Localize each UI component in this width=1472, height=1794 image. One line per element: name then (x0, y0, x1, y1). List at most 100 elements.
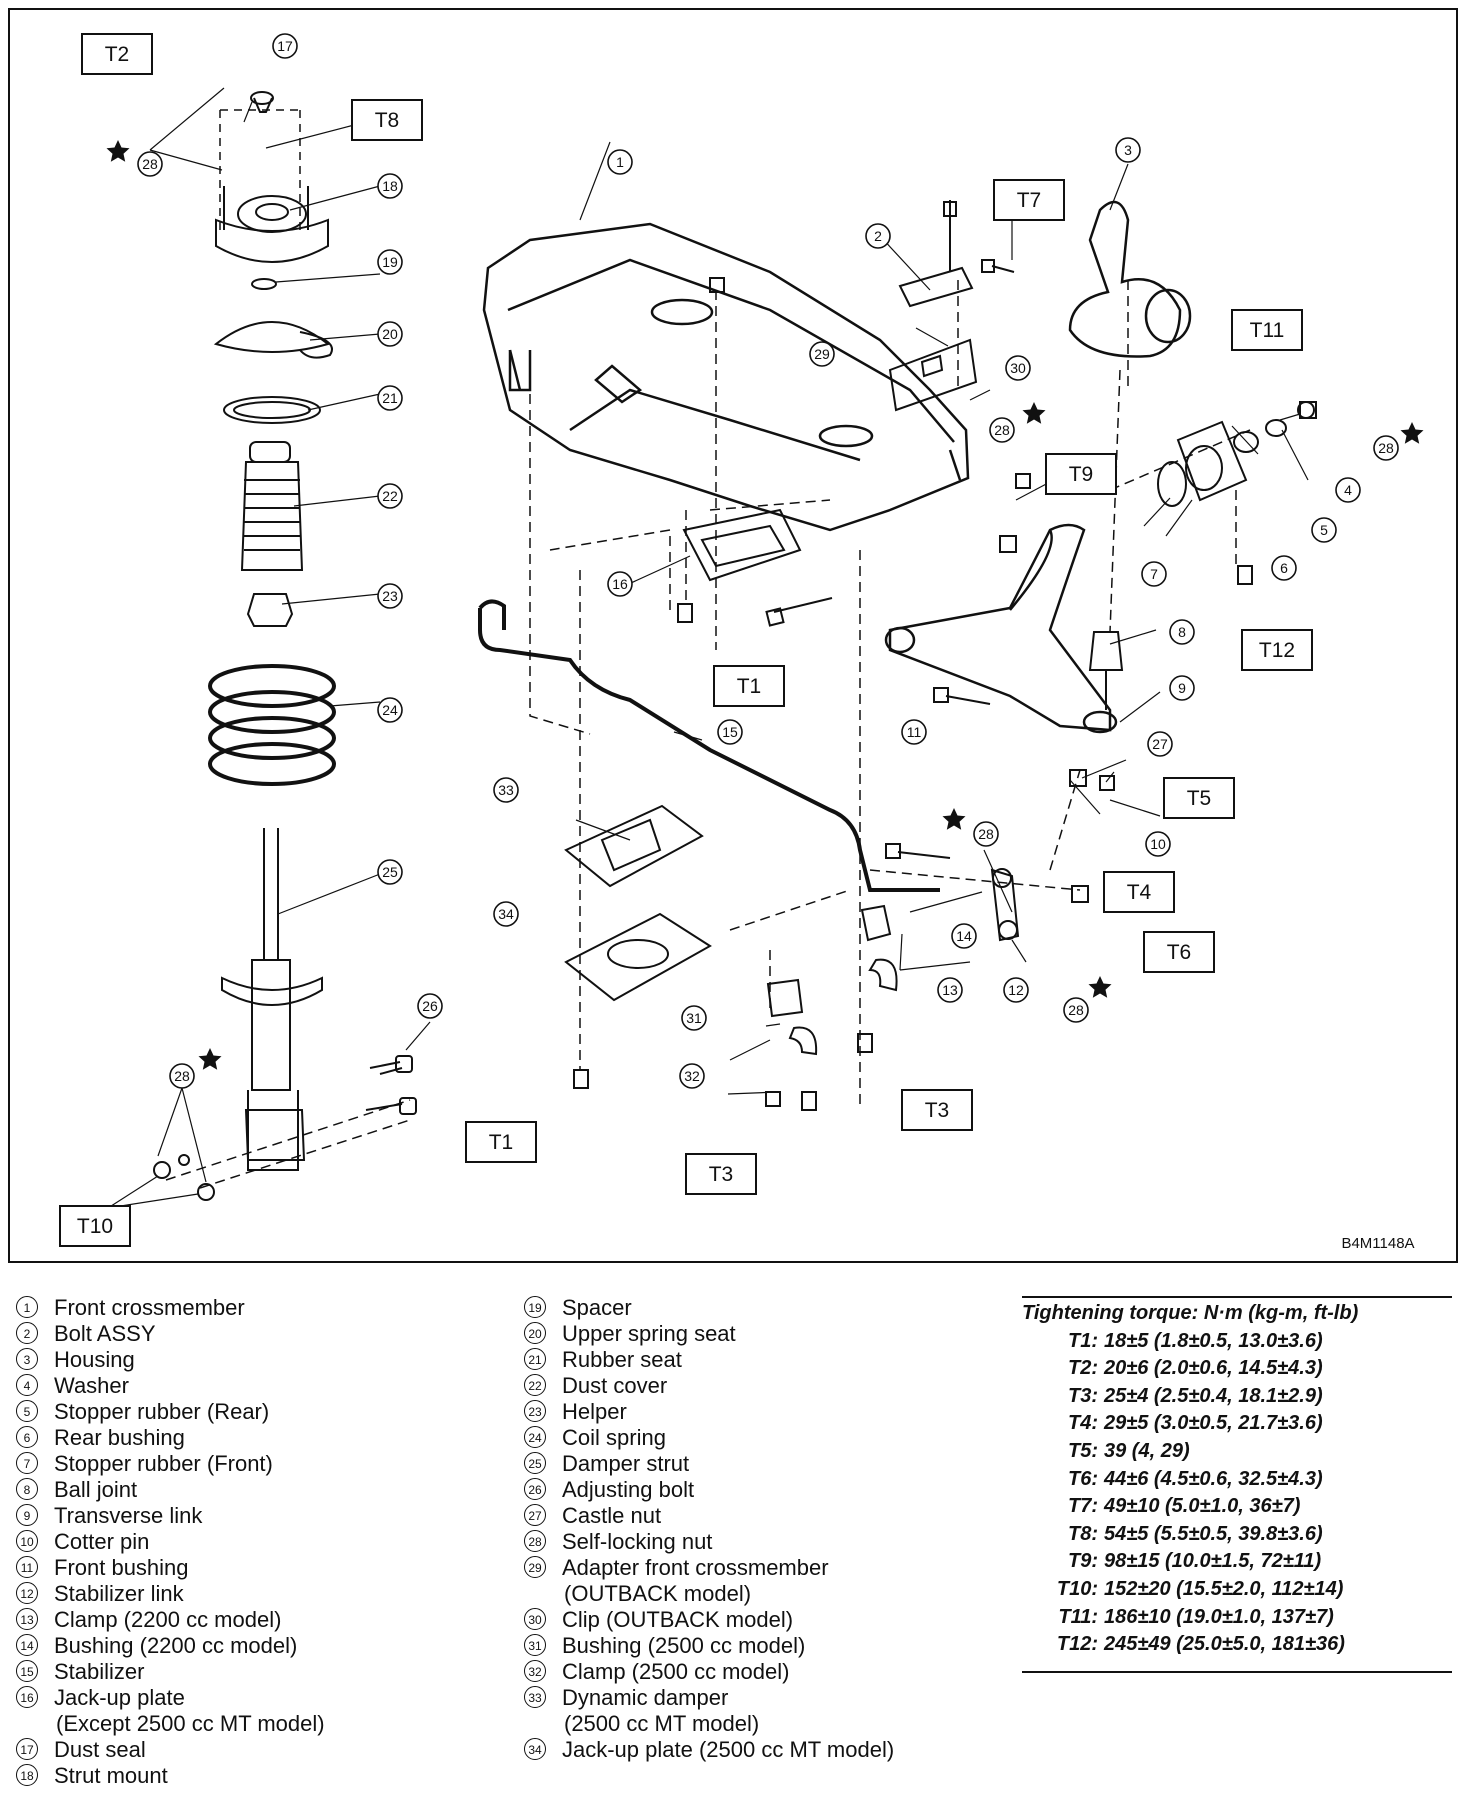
torque-table-title: Tightening torque: N·m (kg-m, ft-lb) (1022, 1296, 1452, 1328)
legend-text: Dust cover (562, 1373, 668, 1398)
legend-text: Adapter front crossmember (562, 1555, 829, 1580)
legend-number: 28 (524, 1530, 546, 1552)
legend-item: 1 Front crossmember (16, 1295, 325, 1321)
legend-number: 32 (524, 1660, 546, 1682)
torque-box-t5: T5 (1163, 777, 1235, 819)
callout-number: 8 (1178, 624, 1186, 640)
callout-24: 24 (377, 697, 403, 723)
torque-box-label: T7 (1017, 189, 1042, 212)
callout-16: 16 (607, 571, 633, 597)
legend-number: 30 (524, 1608, 546, 1630)
torque-row: T9:98±15 (10.0±1.5, 72±11) (1022, 1548, 1452, 1576)
legend-text: Bushing (2500 cc model) (562, 1633, 806, 1658)
torque-box-t11: T11 (1231, 309, 1303, 351)
stabilizer-link-part (990, 868, 1020, 942)
torque-key: T3: (1068, 1384, 1098, 1407)
legend-number: 20 (524, 1322, 546, 1344)
callout-number: 29 (814, 346, 830, 362)
legend-text: Rear bushing (54, 1425, 185, 1450)
torque-row: T2:20±6 (2.0±0.6, 14.5±4.3) (1022, 1355, 1452, 1383)
torque-box-frame (685, 1153, 757, 1195)
front-crossmember-part (482, 222, 970, 532)
torque-rows: T1:18±5 (1.8±0.5, 13.0±3.6)T2:20±6 (2.0±… (1022, 1328, 1452, 1659)
callout-circle (607, 149, 633, 175)
leader-lines (107, 87, 1309, 1209)
callout-number: 3 (1124, 142, 1132, 158)
callout-9: 9 (1169, 675, 1195, 701)
torque-key: T11: (1058, 1605, 1098, 1628)
torque-row: T7: 49±10 (5.0±1.0, 36±7) (1022, 1493, 1452, 1521)
callout-circle (681, 1005, 707, 1031)
callout-4: 4 (1335, 477, 1361, 503)
torque-box-frame (1231, 309, 1303, 351)
callout-circle (137, 151, 163, 177)
star-icon (942, 808, 966, 830)
legend-number: 1 (16, 1296, 38, 1318)
torque-box-frame (1103, 871, 1175, 913)
callout-17: 17 (272, 33, 298, 59)
callout-12: 12 (1003, 977, 1029, 1003)
torque-box-label: T4 (1127, 881, 1152, 904)
callout-number: 15 (722, 724, 738, 740)
callout-number: 27 (1152, 736, 1168, 752)
star-icon (106, 140, 130, 162)
rear-bushing-part (1176, 420, 1248, 502)
torque-box-frame (81, 33, 153, 75)
callout-22: 22 (377, 483, 403, 509)
torque-box-t6: T6 (1143, 931, 1215, 973)
callout-30: 30 (1005, 355, 1031, 381)
callout-circle (1169, 675, 1195, 701)
spacer-part (251, 278, 277, 290)
torque-box-frame (351, 99, 423, 141)
legend-text: Dynamic damper (562, 1685, 729, 1710)
callout-number: 16 (612, 576, 628, 592)
callout-14: 14 (951, 923, 977, 949)
callout-circle (937, 977, 963, 1003)
legend-number: 18 (16, 1764, 38, 1786)
bushing-clamp-2200-part (860, 904, 898, 992)
callout-6: 6 (1271, 555, 1297, 581)
housing-part (1068, 200, 1192, 358)
star-markers (106, 140, 1424, 1070)
torque-box-t2: T2 (81, 33, 153, 75)
legend-number: 19 (524, 1296, 546, 1318)
dynamic-damper-part (564, 804, 704, 888)
callout-28: 28 (973, 821, 999, 847)
torque-box-frame (1143, 931, 1215, 973)
legend-number: 27 (524, 1504, 546, 1526)
legend-text: Strut mount (54, 1763, 168, 1788)
callout-number: 33 (498, 782, 514, 798)
torque-value: 49±10 (5.0±1.0, 36±7) (1104, 1495, 1301, 1518)
legend-number: 15 (16, 1660, 38, 1682)
transverse-link-part (884, 523, 1118, 734)
callout-circle (377, 385, 403, 411)
legend-text: Transverse link (54, 1503, 203, 1528)
callout-19: 19 (377, 249, 403, 275)
legend-text: Front crossmember (54, 1295, 245, 1320)
torque-box-frame (1241, 629, 1313, 671)
bolts-part (573, 259, 1317, 1111)
torque-key: T7: (1068, 1495, 1098, 1518)
torque-box-t9: T9 (1045, 453, 1117, 495)
torque-box-frame (901, 1089, 973, 1131)
legend-number: 16 (16, 1686, 38, 1708)
torque-box-t8: T8 (351, 99, 423, 141)
callout-circle (809, 341, 835, 367)
callout-31: 31 (681, 1005, 707, 1031)
torque-row: T6:44±6 (4.5±0.6, 32.5±4.3) (1022, 1466, 1452, 1494)
stopper-rubbers-part (1157, 401, 1315, 507)
torque-box-label: T11 (1250, 319, 1285, 342)
